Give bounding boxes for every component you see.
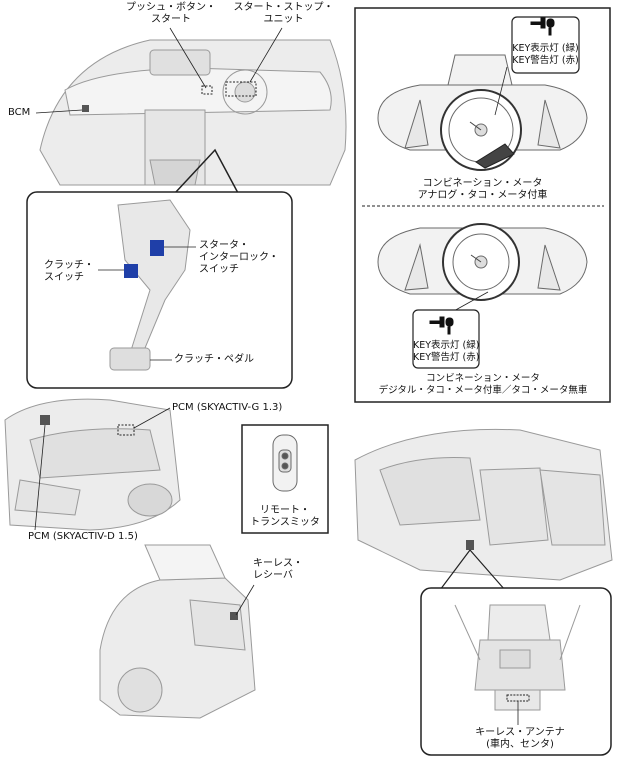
key-indicator-text-digital: KEY表示灯 (緑) KEY警告灯 (赤): [413, 340, 479, 364]
label-line: プッシュ・ボタン・: [116, 2, 226, 14]
interior-illustration: [355, 429, 612, 580]
clutch-switch-highlight: [124, 264, 138, 278]
label-keyless-antenna: キーレス・アンテナ (車内、センタ): [440, 727, 600, 751]
dashboard-illustration: [40, 40, 346, 185]
label-line: ユニット: [226, 14, 341, 26]
label-line: リモート・: [242, 505, 328, 517]
bcm-marker: [82, 105, 89, 112]
label-starter-interlock-switch: スタータ・ インターロック・ スイッチ: [199, 240, 279, 276]
label-line: スタート・ストップ・: [226, 2, 341, 14]
label-remote-transmitter: リモート・ トランスミッタ: [242, 505, 328, 529]
key-green-text: KEY表示灯 (緑): [512, 43, 579, 55]
key-green-text: KEY表示灯 (緑): [413, 340, 479, 352]
label-clutch-pedal: クラッチ・ペダル: [174, 354, 254, 366]
label-line: キーレス・: [253, 558, 303, 570]
label-pcm-g: PCM (SKYACTIV-G 1.3): [172, 402, 282, 414]
label-keyless-receiver: キーレス・ レシーバ: [253, 558, 303, 582]
label-line: (車内、センタ): [440, 739, 600, 751]
label-line: スイッチ: [199, 264, 279, 276]
rear-hatch-illustration: [100, 545, 255, 718]
digital-meter-caption: コンビネーション・メータ デジタル・タコ・メータ付車／タコ・メータ無車: [358, 373, 608, 397]
caption-line: コンビネーション・メータ: [360, 178, 605, 190]
pcm-d-marker: [40, 415, 50, 425]
keyless-antenna-marker: [466, 540, 474, 550]
label-line: スイッチ: [44, 272, 94, 284]
label-push-button-start: プッシュ・ボタン・ スタート: [116, 2, 226, 26]
label-start-stop-unit: スタート・ストップ・ ユニット: [226, 2, 341, 26]
label-line: スタート: [116, 14, 226, 26]
key-red-text: KEY警告灯 (赤): [512, 55, 579, 67]
caption-line: コンビネーション・メータ: [358, 373, 608, 385]
starter-interlock-switch-highlight: [150, 240, 164, 256]
label-line: レシーバ: [253, 570, 303, 582]
digital-meter-illustration: [378, 224, 587, 300]
label-clutch-switch: クラッチ・ スイッチ: [44, 260, 94, 284]
label-line: スタータ・: [199, 240, 279, 252]
label-bcm: BCM: [8, 107, 30, 119]
label-line: トランスミッタ: [242, 517, 328, 529]
analog-meter-caption: コンビネーション・メータ アナログ・タコ・メータ付車: [360, 178, 605, 202]
key-red-text: KEY警告灯 (赤): [413, 352, 479, 364]
caption-line: アナログ・タコ・メータ付車: [360, 190, 605, 202]
caption-line: デジタル・タコ・メータ付車／タコ・メータ無車: [358, 385, 608, 397]
label-line: キーレス・アンテナ: [440, 727, 600, 739]
engine-bay-illustration: [5, 399, 180, 530]
key-indicator-text-analog: KEY表示灯 (緑) KEY警告灯 (赤): [512, 43, 579, 67]
label-line: インターロック・: [199, 252, 279, 264]
label-pcm-d: PCM (SKYACTIV-D 1.5): [28, 531, 138, 543]
remote-transmitter-illustration: [273, 435, 297, 491]
label-line: クラッチ・: [44, 260, 94, 272]
